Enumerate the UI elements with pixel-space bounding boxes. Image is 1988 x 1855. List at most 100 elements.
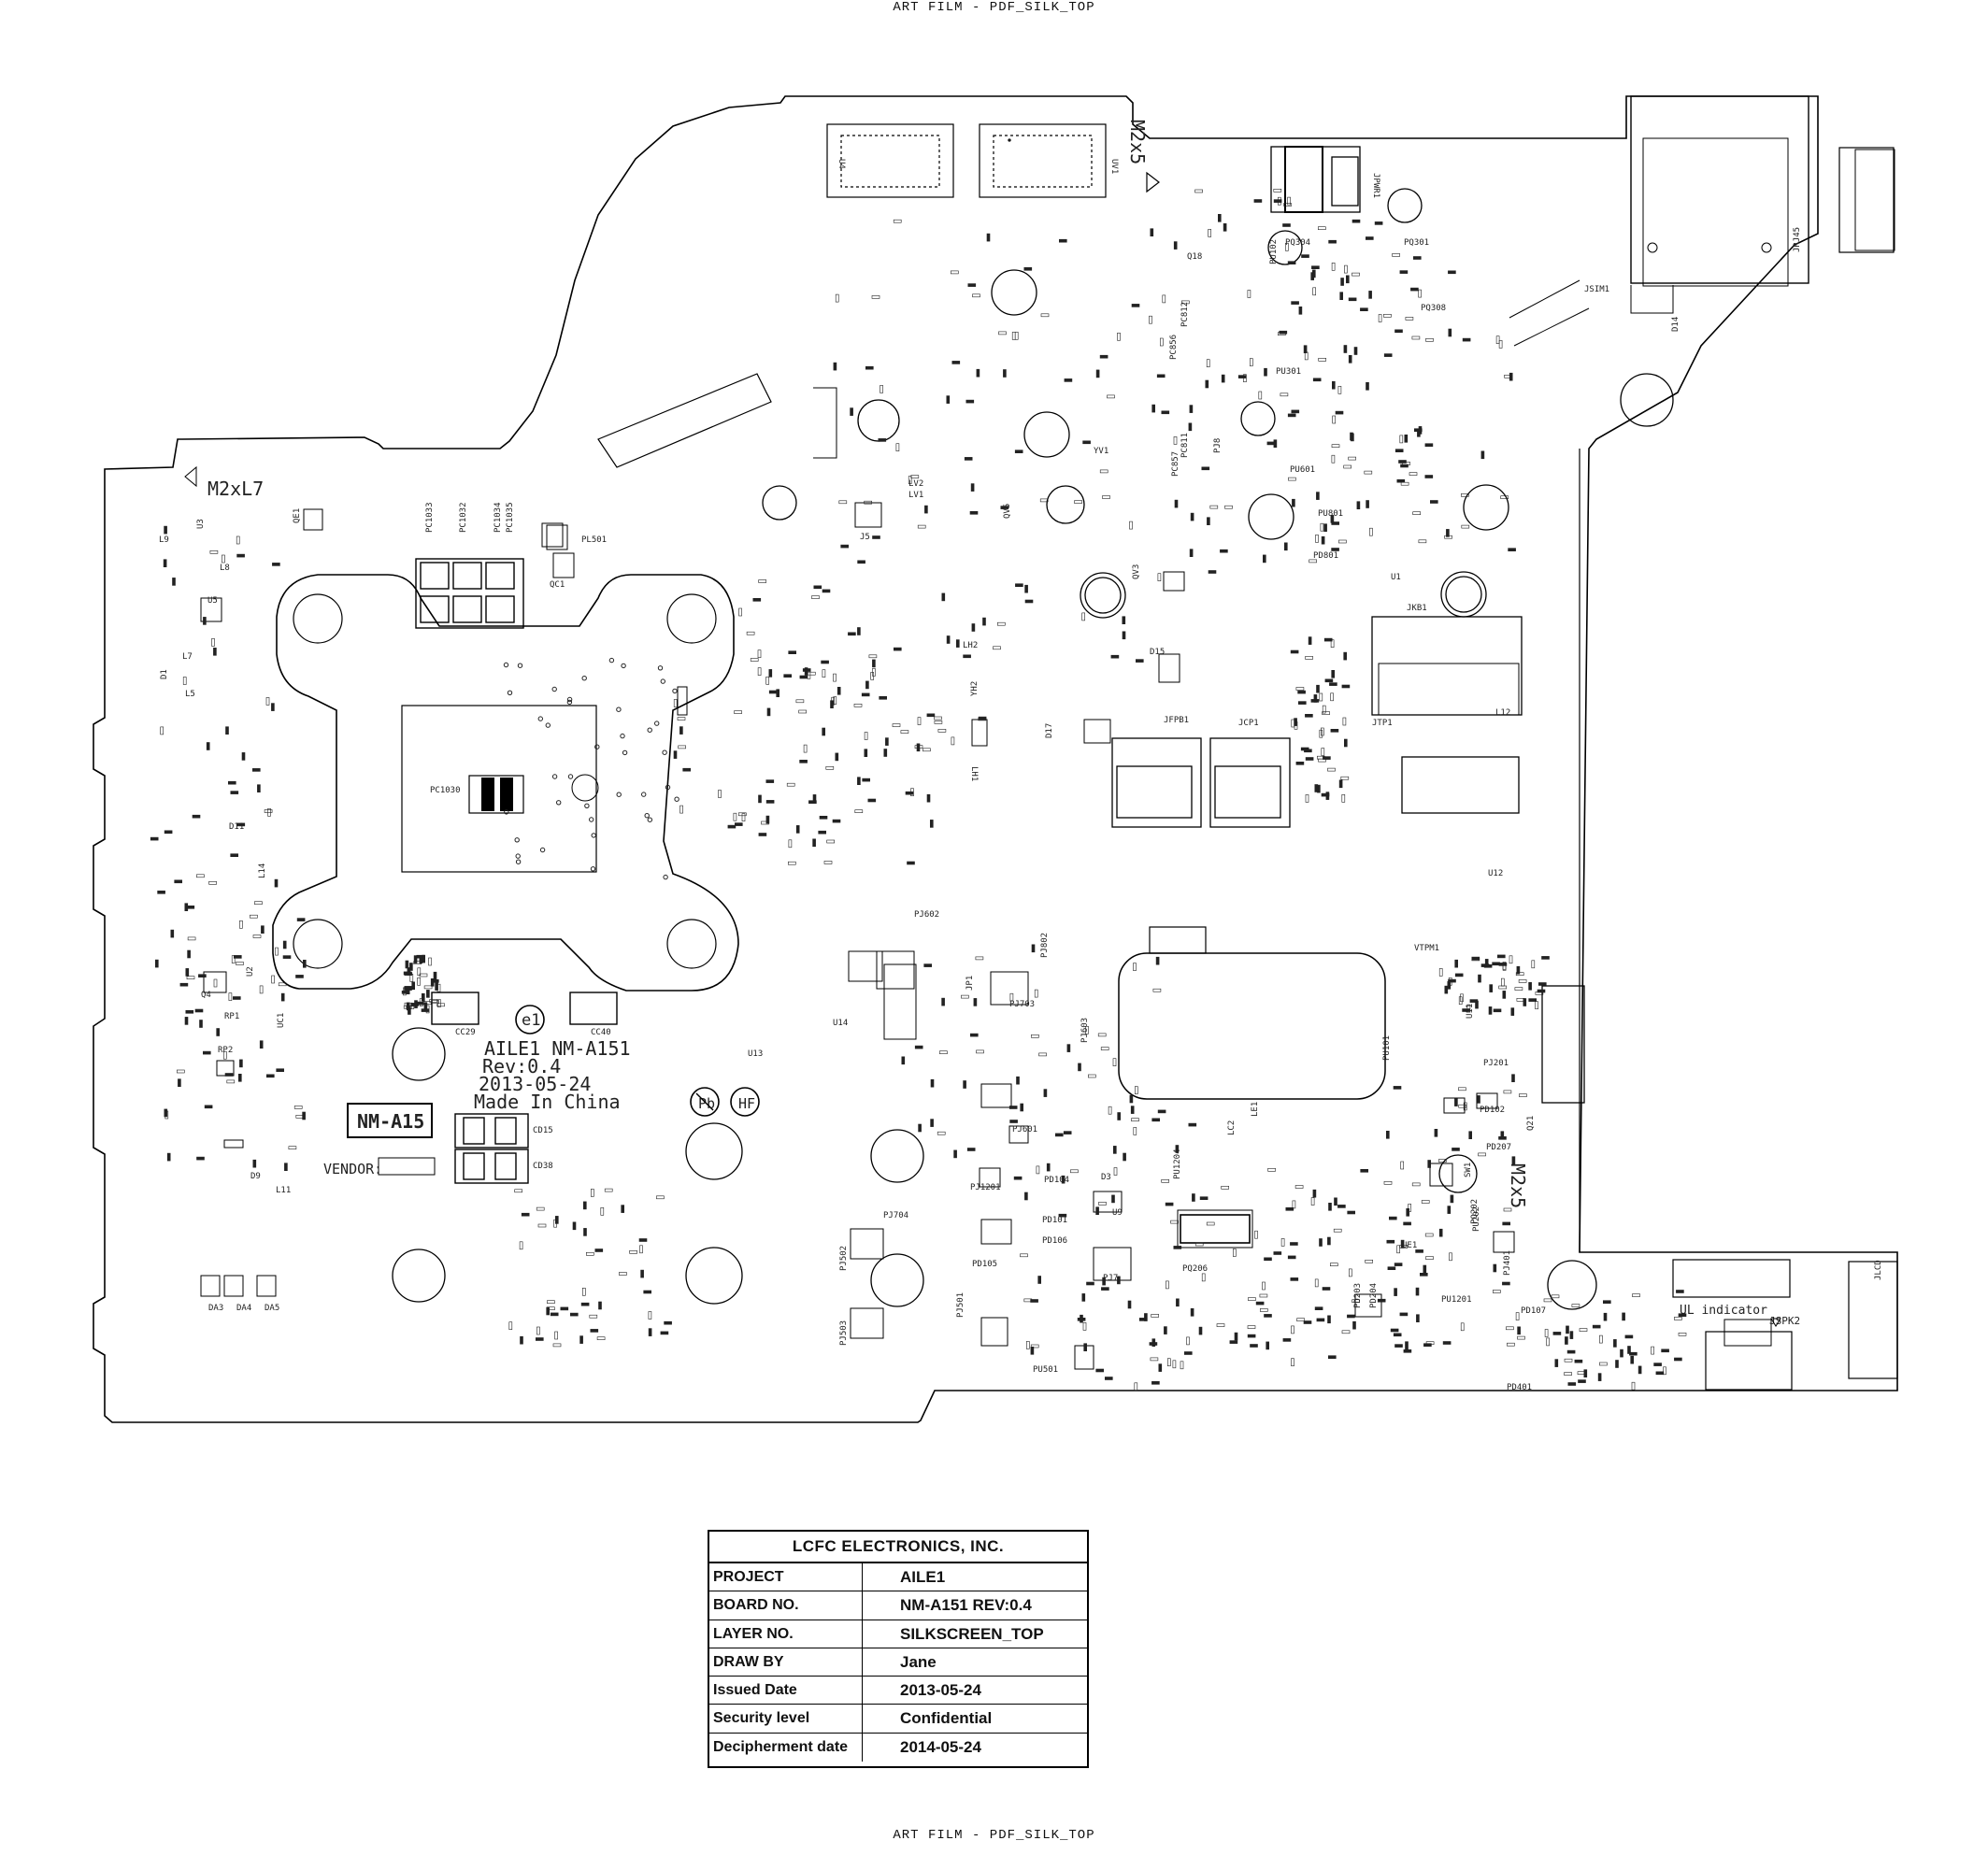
component-pad: [1107, 394, 1115, 399]
refdes-pq202: PQ202: [1470, 1199, 1480, 1224]
component-pad: [252, 935, 262, 938]
component-pad: [1314, 1278, 1319, 1288]
refdes-l5: L5: [185, 690, 195, 699]
component-pad: [1318, 758, 1326, 763]
component-pad: [1237, 375, 1247, 378]
component-pad: [1396, 1245, 1400, 1254]
component-pad: [589, 1314, 598, 1319]
component-pad: [1394, 1263, 1403, 1266]
component-pad: [738, 607, 742, 617]
component-pad: [1034, 989, 1038, 998]
component-pad: [1026, 1341, 1030, 1349]
component-pad: [1310, 699, 1320, 703]
component-pad: [1599, 1334, 1603, 1344]
component-pad: [1234, 1332, 1238, 1341]
component-pad: [1300, 747, 1309, 751]
component-pad: [1331, 669, 1335, 678]
component-pad: [284, 1163, 288, 1171]
component-pad: [192, 814, 201, 819]
refdes-u4: U4: [837, 159, 846, 169]
component-pad: [937, 1131, 946, 1135]
refdes-jkb1: JKB1: [1407, 604, 1427, 613]
component-pad: [1461, 492, 1469, 497]
component-pad: [1318, 226, 1326, 230]
component-pad: [1243, 374, 1247, 383]
component-pad: [1450, 1194, 1454, 1204]
component-pad: [164, 525, 167, 535]
refdes-pu101: PU101: [1382, 1035, 1392, 1061]
via: [663, 874, 668, 880]
component-pad: [807, 671, 816, 676]
component-pad: [604, 1188, 613, 1192]
component-pad: [752, 597, 762, 602]
refdes-pc812: PC812: [1180, 302, 1190, 327]
component-pad: [1328, 1355, 1337, 1359]
component-pad: [1255, 1301, 1265, 1306]
refdes-pj503: PJ503: [839, 1320, 849, 1346]
component-pad: [426, 990, 430, 998]
component-pad: [1411, 335, 1421, 340]
refdes-jtp1: JTP1: [1372, 719, 1393, 728]
component-pad: [213, 978, 218, 988]
component-pad: [822, 669, 826, 678]
component-pad: [923, 963, 933, 967]
component-pad: [1469, 999, 1479, 1003]
refdes-jfpb1: JFPB1: [1164, 716, 1189, 725]
component-pad: [1332, 415, 1336, 424]
via: [590, 866, 596, 872]
via: [545, 722, 551, 728]
component-pad: [265, 1074, 275, 1078]
component-pad: [1592, 1324, 1601, 1329]
component-pad: [937, 728, 947, 733]
component-pad: [1508, 548, 1516, 552]
component-pad: [812, 838, 816, 848]
title-row-key: DRAW BY: [709, 1648, 863, 1677]
component-pad: [766, 707, 771, 717]
component-pad: [1446, 529, 1450, 537]
component-pad: [1098, 1202, 1107, 1206]
component-pad: [1331, 444, 1340, 449]
component-pad: [1321, 792, 1330, 797]
component-pad: [1161, 410, 1170, 415]
component-pad: [761, 820, 769, 825]
nm-box: [347, 1103, 433, 1138]
component-pad: [1449, 1252, 1452, 1262]
component-pad: [1279, 330, 1288, 335]
component-pad: [768, 669, 773, 678]
via: [539, 847, 546, 853]
component-pad: [864, 500, 873, 505]
component-pad: [230, 853, 238, 858]
component-pad: [1320, 522, 1324, 532]
component-pad: [1571, 1304, 1580, 1307]
component-pad: [581, 1288, 586, 1296]
component-pad: [978, 716, 987, 721]
component-pad: [1338, 539, 1347, 544]
component-pad: [1347, 1210, 1355, 1215]
component-pad: [1503, 1090, 1512, 1094]
component-pad: [1081, 1293, 1086, 1302]
component-pad: [910, 475, 920, 478]
component-pad: [972, 293, 980, 298]
component-pad: [1020, 1103, 1023, 1112]
component-pad: [1351, 433, 1354, 442]
component-pad: [1366, 500, 1369, 508]
component-pad: [1333, 1228, 1342, 1233]
component-pad: [1064, 378, 1073, 382]
component-pad: [272, 563, 280, 566]
component-pad: [1262, 1281, 1266, 1291]
component-pad: [1343, 464, 1352, 469]
component-pad: [1188, 1122, 1197, 1127]
component-pad: [768, 690, 778, 694]
silk-line-3: 2013-05-24: [479, 1073, 591, 1095]
refdes-u9: U9: [1112, 1208, 1123, 1218]
component-pad: [1165, 1202, 1174, 1206]
component-pad: [236, 822, 246, 827]
component-pad: [259, 985, 264, 994]
component-pad: [1462, 337, 1471, 342]
component-pad: [1434, 1129, 1438, 1137]
component-pad: [406, 1006, 415, 1009]
header-bottom-text: ART FILM - PDF_SILK_TOP: [893, 1828, 1095, 1843]
component-pad: [900, 730, 909, 734]
component-pad: [1502, 1221, 1510, 1226]
component-pad: [1501, 977, 1505, 987]
